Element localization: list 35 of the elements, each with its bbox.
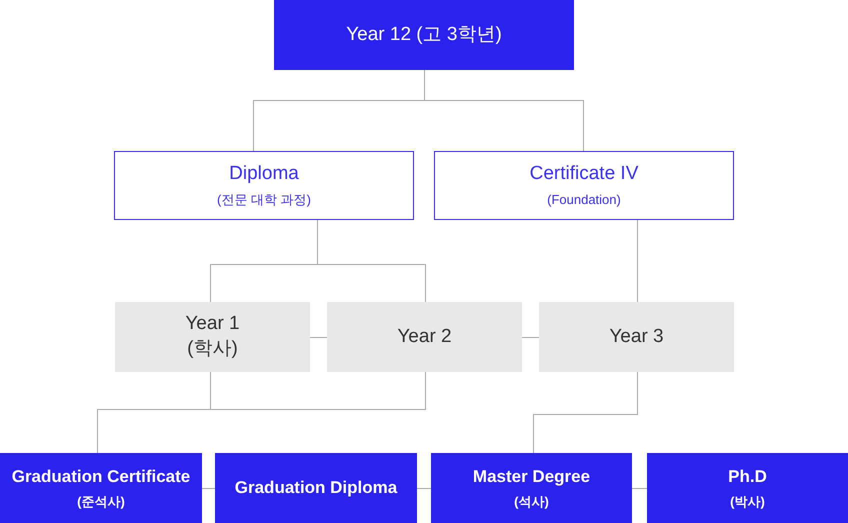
box-subtitle: (준석사): [77, 494, 125, 510]
stage-box: [114, 151, 414, 220]
connector-line: [202, 488, 216, 489]
stage-box: [434, 151, 734, 220]
box-title: Ph.D: [728, 466, 767, 488]
connector-line: [310, 337, 328, 338]
box-subtitle: (석사): [514, 494, 549, 510]
degree-box: [0, 453, 202, 523]
box-title: Year 1: [185, 312, 240, 336]
connector-line: [533, 372, 638, 454]
degree-box: [215, 453, 417, 523]
connector-line: [424, 70, 584, 152]
box-subtitle: (박사): [730, 494, 765, 510]
degree-box: [647, 453, 848, 523]
box-title: Graduation Certificate: [12, 466, 190, 488]
box-title: Year 2: [397, 324, 452, 349]
box-title: Graduation Diploma: [234, 476, 398, 499]
box-title: Certificate IV: [530, 162, 638, 186]
box-subtitle: (학사): [187, 337, 238, 361]
year-box: [115, 302, 310, 372]
connector-line: [522, 337, 540, 338]
connector-line: [416, 488, 432, 489]
box-title: Master Degree: [472, 466, 590, 488]
degree-box: [431, 453, 632, 523]
year-box: [327, 302, 522, 372]
box-subtitle: (Foundation): [547, 192, 621, 210]
connector-line: [632, 488, 648, 489]
box-subtitle: (전문 대학 과정): [217, 192, 311, 210]
stage-box: [274, 0, 574, 70]
box-title: Diploma: [229, 162, 299, 186]
connector-line: [317, 220, 426, 302]
connector-line: [637, 220, 638, 302]
year-box: [539, 302, 734, 372]
box-title: Year 3: [609, 324, 664, 349]
box-title: Year 12 (고 3학년): [346, 22, 502, 47]
